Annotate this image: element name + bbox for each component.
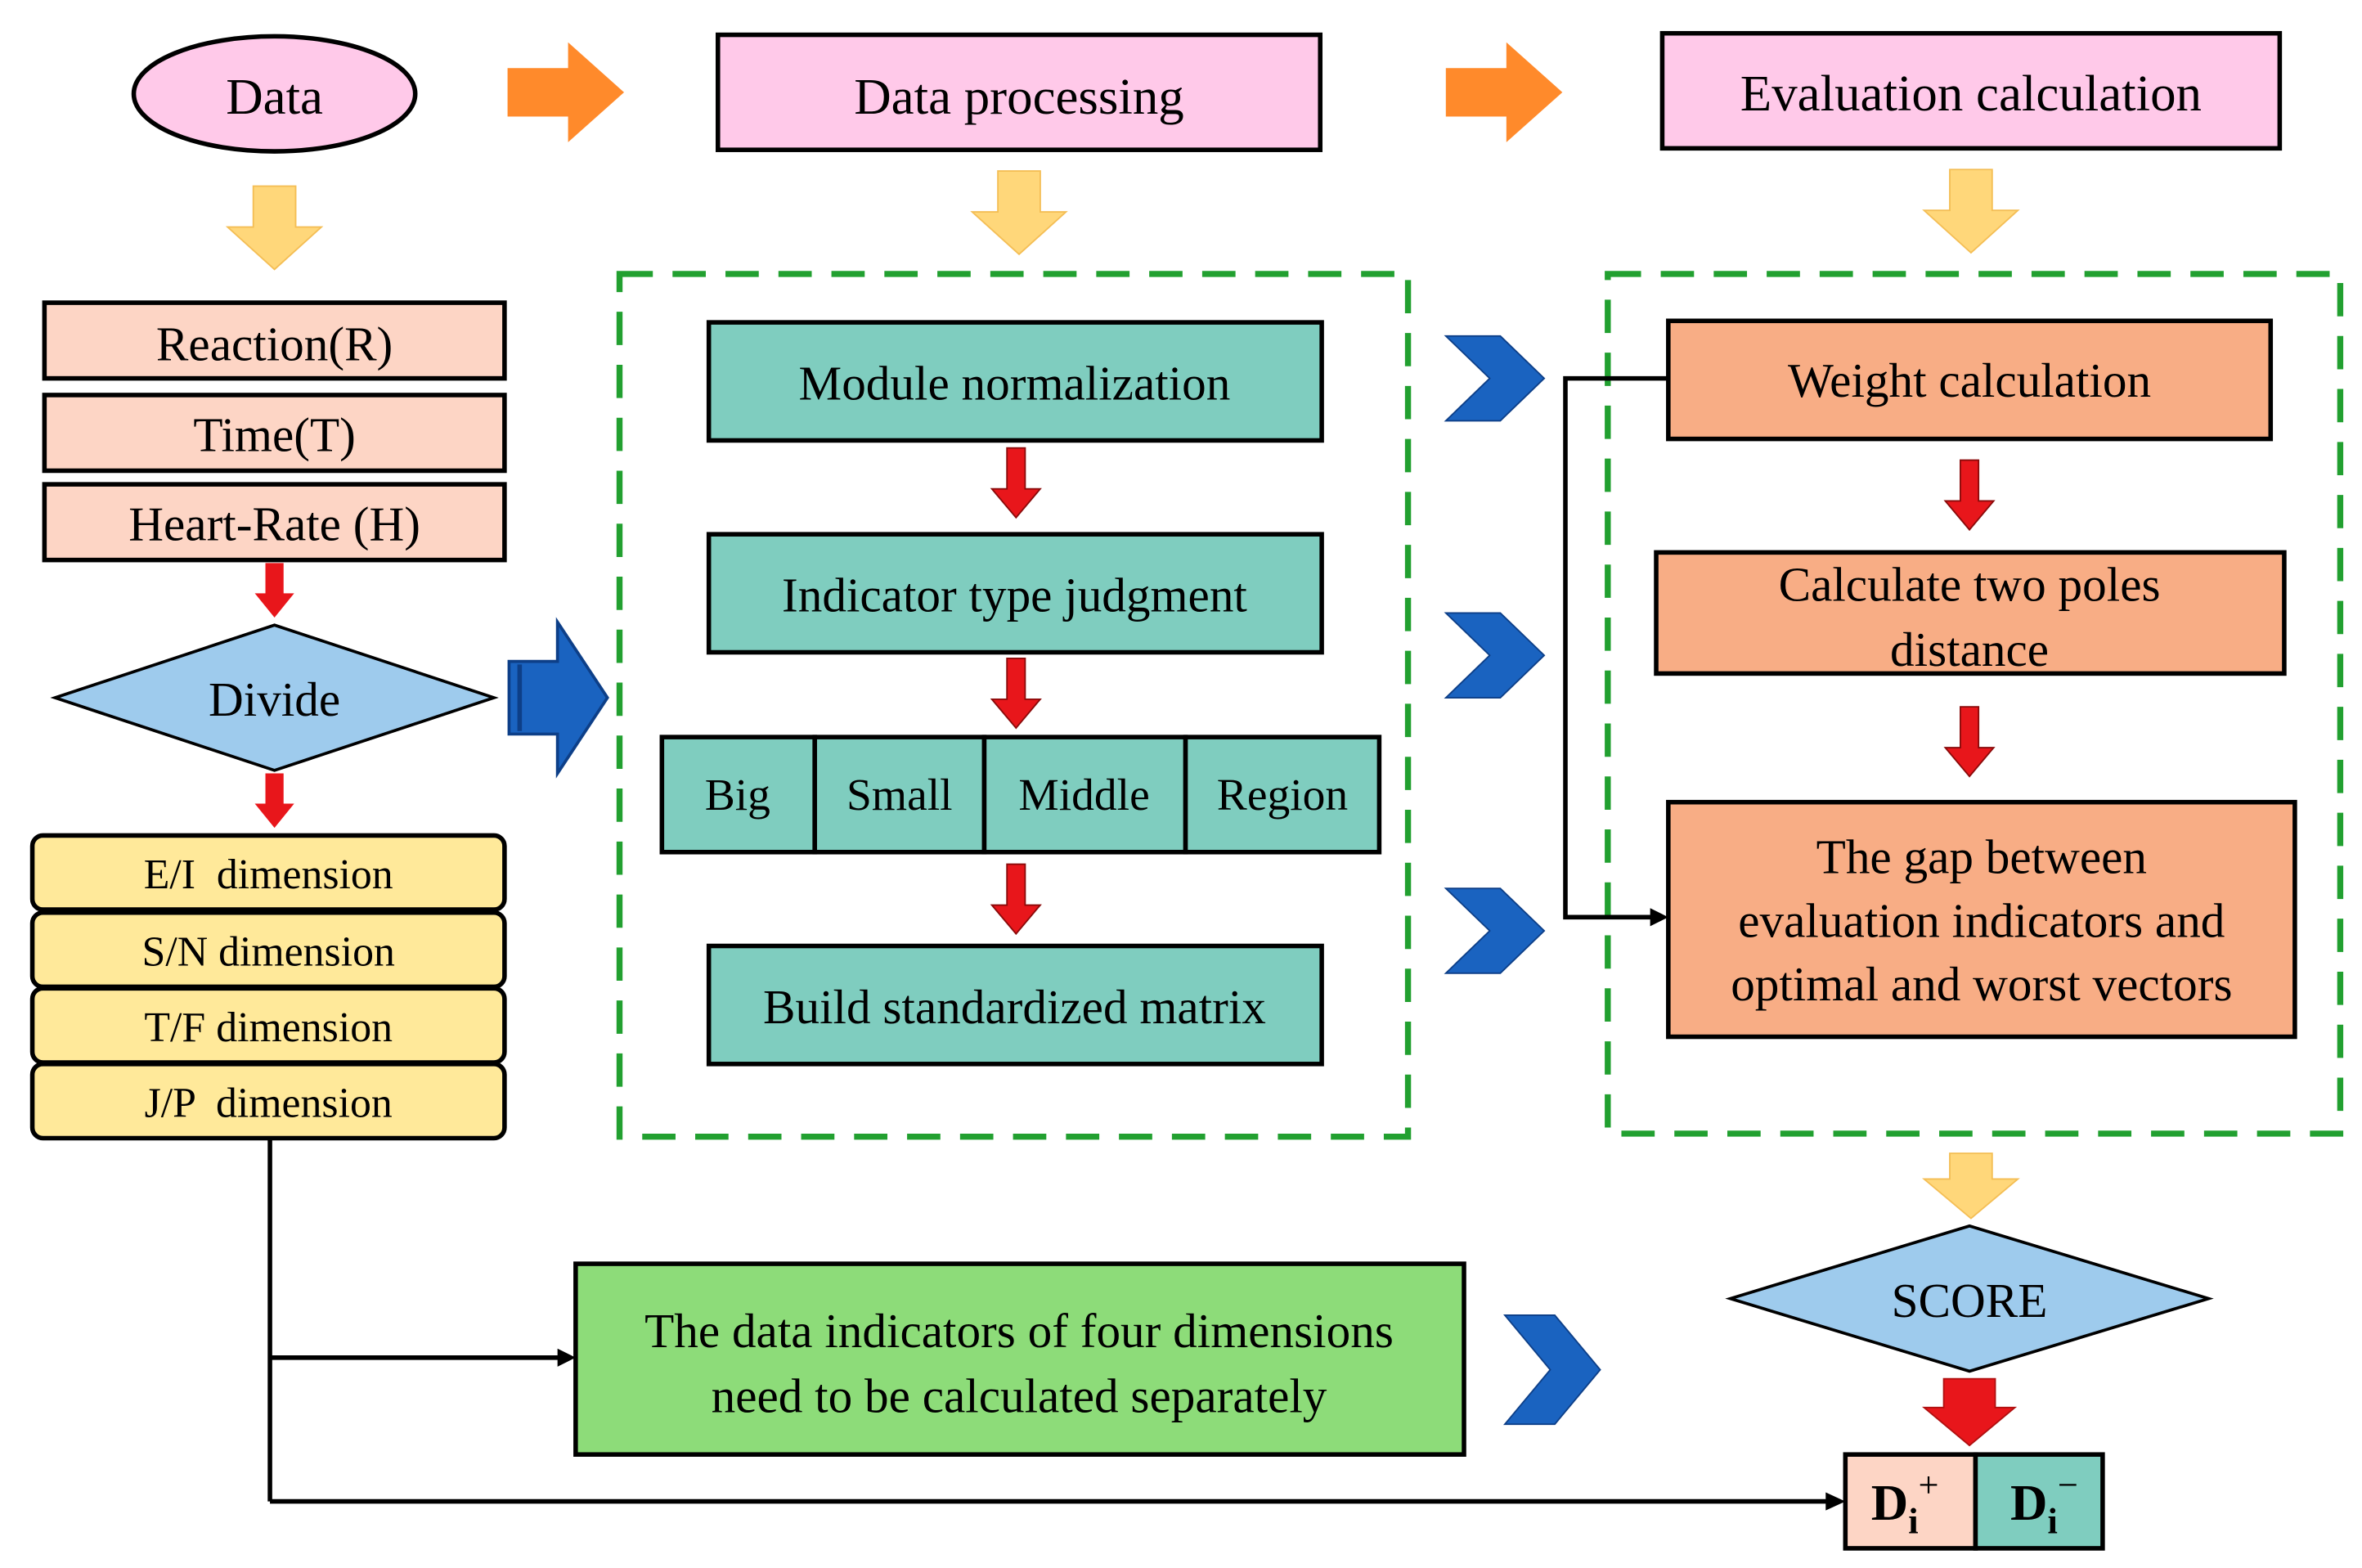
d-minus-formula: Di− xyxy=(2010,1464,2078,1541)
score-label: SCORE xyxy=(1892,1274,2048,1328)
d-minus-subscript: i xyxy=(2047,1500,2057,1541)
connector-arrowhead-1 xyxy=(1650,908,1668,927)
sn-dimension-label: S/N dimension xyxy=(142,929,395,976)
two-poles-label-line2: distance xyxy=(1890,622,2049,676)
reaction-label: Reaction(R) xyxy=(156,317,393,371)
light-down-arrow-1 xyxy=(225,185,324,271)
light-down-arrow-3 xyxy=(1922,168,2020,254)
tf-dimension-label: T/F dimension xyxy=(144,1004,393,1051)
time-box xyxy=(42,393,507,474)
red-down-arrow-6 xyxy=(1943,459,1996,532)
divide-diamond xyxy=(50,623,499,772)
chevron-right-icon-1 xyxy=(1444,335,1546,422)
build-matrix-label: Build standardized matrix xyxy=(763,980,1266,1034)
time-label: Time(T) xyxy=(193,407,355,461)
evaluation-calculation-title: Evaluation calculation xyxy=(1740,65,2202,122)
red-down-arrow-1 xyxy=(254,563,294,618)
indicator-type-judgment-box xyxy=(706,532,1324,655)
evaluation-calculation-box xyxy=(1659,30,2283,151)
build-matrix-box xyxy=(706,943,1324,1067)
red-down-arrow-4 xyxy=(990,657,1042,730)
module-normalization-label: Module normalization xyxy=(799,357,1231,411)
red-down-arrow-3 xyxy=(990,447,1042,519)
type-big-cell xyxy=(659,735,817,855)
weight-to-gap-connector xyxy=(1563,375,1668,920)
gap-box xyxy=(1666,799,2297,1040)
weight-calculation-label: Weight calculation xyxy=(1788,353,2151,407)
module-normalization-box xyxy=(706,320,1324,443)
heart-rate-box xyxy=(42,482,507,563)
type-middle-cell xyxy=(981,735,1188,855)
gap-label-line3: optimal and worst vectors xyxy=(1731,957,2232,1011)
data-processing-title: Data processing xyxy=(854,68,1184,125)
divide-label: Divide xyxy=(209,672,340,726)
ei-dimension-label: E/I dimension xyxy=(144,851,393,898)
type-region-cell xyxy=(1183,735,1382,855)
reaction-box xyxy=(42,300,507,381)
d-minus-base: D xyxy=(2010,1474,2047,1531)
light-down-arrow-2 xyxy=(970,170,1068,256)
red-down-arrow-2 xyxy=(254,773,294,829)
data-processing-box xyxy=(716,32,1323,152)
data-ellipse xyxy=(131,34,418,154)
red-down-arrow-8 xyxy=(1921,1377,2018,1447)
orange-arrow-2 xyxy=(1445,42,1563,142)
chevron-right-icon-2 xyxy=(1444,612,1546,699)
separate-note-line2: need to be calculated separately xyxy=(712,1368,1327,1422)
d-plus-box xyxy=(1843,1452,1978,1551)
two-poles-box xyxy=(1654,550,2287,676)
light-down-arrow-4 xyxy=(1921,1152,2020,1220)
connector-arrowhead-3 xyxy=(1825,1492,1846,1511)
gap-label-line1: The gap between xyxy=(1816,830,2147,884)
type-region-label: Region xyxy=(1217,771,1348,820)
connector-arrowhead-2 xyxy=(557,1348,576,1367)
processing-dashed-region xyxy=(616,271,1412,1140)
two-poles-label-line1: Calculate two poles xyxy=(1779,558,2161,612)
d-plus-superscript: + xyxy=(1919,1464,1939,1505)
chevron-right-icon-4 xyxy=(1503,1314,1601,1426)
d-minus-box xyxy=(1973,1452,2105,1551)
separate-note-box xyxy=(573,1261,1466,1457)
jp-dimension-label: J/P dimension xyxy=(145,1081,393,1127)
heart-rate-label: Heart-Rate (H) xyxy=(128,497,420,551)
weight-calculation-box xyxy=(1666,318,2274,442)
chevron-right-icon-3 xyxy=(1444,887,1546,974)
type-middle-label: Middle xyxy=(1018,771,1149,820)
score-diamond xyxy=(1725,1224,2214,1373)
type-small-label: Small xyxy=(846,771,953,820)
ei-dimension-box xyxy=(29,833,507,912)
type-big-label: Big xyxy=(705,771,770,820)
gap-label-line2: evaluation indicators and xyxy=(1738,893,2225,947)
d-minus-superscript: − xyxy=(2058,1464,2078,1505)
separate-note-line1: The data indicators of four dimensions xyxy=(644,1304,1394,1358)
red-down-arrow-5 xyxy=(990,863,1042,936)
d-plus-base: D xyxy=(1871,1474,1908,1531)
orange-arrow-1 xyxy=(507,42,625,142)
d-plus-formula: Di+ xyxy=(1871,1464,1939,1541)
data-label: Data xyxy=(226,68,323,125)
d-plus-subscript: i xyxy=(1908,1500,1918,1541)
red-down-arrow-7 xyxy=(1943,706,1996,778)
indicator-type-judgment-label: Indicator type judgment xyxy=(782,568,1247,622)
blue-right-arrow xyxy=(507,617,609,779)
